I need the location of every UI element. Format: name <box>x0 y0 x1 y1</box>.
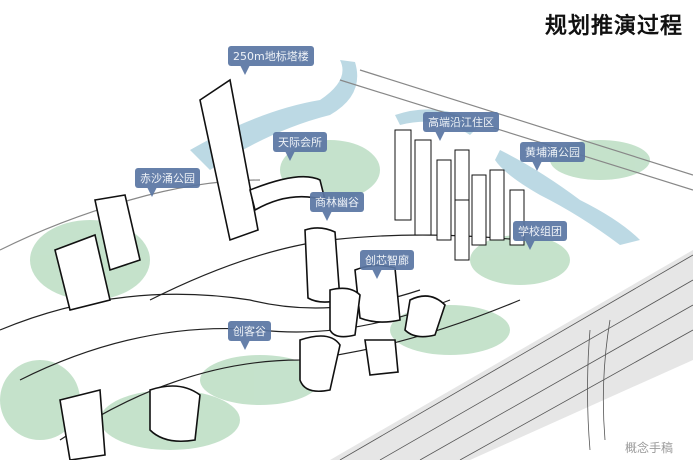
label-chisha-park: 赤沙涌公园 <box>135 168 200 197</box>
label-landmark-tower: 250m地标塔楼 <box>228 46 314 75</box>
buildings <box>54 78 525 460</box>
label-riverside-residential: 高端沿江住区 <box>423 112 499 141</box>
label-maker-valley: 创客谷 <box>228 321 271 350</box>
label-forest-valley: 商林幽谷 <box>310 192 364 221</box>
label-huangpu-park: 黄埔涌公园 <box>520 142 585 171</box>
label-skyline-club: 天际会所 <box>273 132 327 161</box>
label-school-cluster: 学校组团 <box>513 221 567 250</box>
page-title: 规划推演过程 <box>544 14 683 39</box>
sketch-caption: 概念手稿 <box>624 441 673 455</box>
highway <box>330 250 693 460</box>
label-innovation-corridor: 创芯智廊 <box>360 250 414 279</box>
